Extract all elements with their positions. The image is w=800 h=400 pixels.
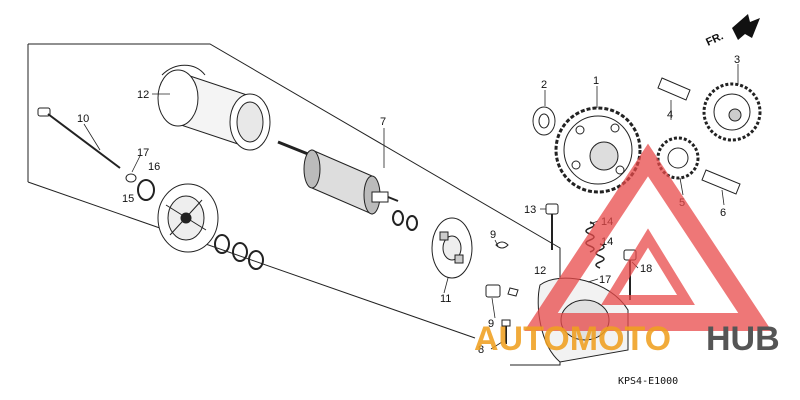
callout-18: 18 xyxy=(640,263,652,275)
armature-part[interactable] xyxy=(277,140,399,215)
watermark-triangle-inner xyxy=(601,228,695,305)
starter-clutch-sprocket[interactable] xyxy=(554,106,642,194)
callout-1: 1 xyxy=(593,75,599,87)
reduction-gear-part[interactable] xyxy=(702,82,762,142)
idle-shaft-upper[interactable] xyxy=(657,77,691,101)
idle-gear-part[interactable] xyxy=(656,136,700,180)
watermark-word-hub: HUB xyxy=(706,320,780,358)
diagram-code: KPS4-E1000 xyxy=(618,376,678,387)
assembly-frame xyxy=(27,43,561,366)
long-bolt-part[interactable] xyxy=(37,107,121,169)
front-cover-part[interactable] xyxy=(157,183,219,253)
brush-spring-part-upper[interactable] xyxy=(495,241,509,249)
mounting-bolt-part[interactable] xyxy=(545,203,559,250)
callout-11: 11 xyxy=(440,293,451,305)
callout-16: 16 xyxy=(148,161,160,173)
callout-17-front: 17 xyxy=(137,147,149,159)
nut-part[interactable] xyxy=(125,173,137,183)
automotohub-watermark: AUTOMOTO HUB xyxy=(474,143,780,358)
callout-10: 10 xyxy=(77,113,89,125)
callout-3: 3 xyxy=(734,54,740,66)
callout-9-lower: 9 xyxy=(488,318,494,330)
callout-13: 13 xyxy=(524,204,536,216)
motor-housing-part[interactable] xyxy=(157,64,271,151)
callout-6: 6 xyxy=(720,207,726,219)
arrow-icon xyxy=(732,14,760,40)
callout-12-rear: 12 xyxy=(534,265,546,277)
armature-washers[interactable] xyxy=(392,210,418,231)
leader-lines xyxy=(83,64,739,350)
callout-17-rear: 17 xyxy=(599,274,611,286)
washer-set-front[interactable] xyxy=(214,234,264,270)
direction-label: FR. xyxy=(704,30,725,48)
idle-shaft-lower[interactable] xyxy=(701,169,741,195)
callout-2: 2 xyxy=(541,79,547,91)
callout-8: 8 xyxy=(478,344,484,356)
watermark-word-automoto: AUTOMOTO xyxy=(474,320,671,358)
brush-spring-part-lower[interactable] xyxy=(485,284,519,298)
thrust-washer-part[interactable] xyxy=(532,106,556,136)
callout-12-housing: 12 xyxy=(137,89,149,101)
watermark-triangle-outer xyxy=(524,143,772,331)
callout-15: 15 xyxy=(122,193,134,205)
front-direction-arrow: FR. xyxy=(704,14,760,49)
callout-7: 7 xyxy=(380,116,386,128)
terminal-bolt-part[interactable] xyxy=(501,319,511,344)
o-ring-part[interactable] xyxy=(137,179,155,201)
callout-9-upper: 9 xyxy=(490,229,496,241)
callout-4: 4 xyxy=(667,109,673,121)
brush-holder-part[interactable] xyxy=(431,217,473,279)
